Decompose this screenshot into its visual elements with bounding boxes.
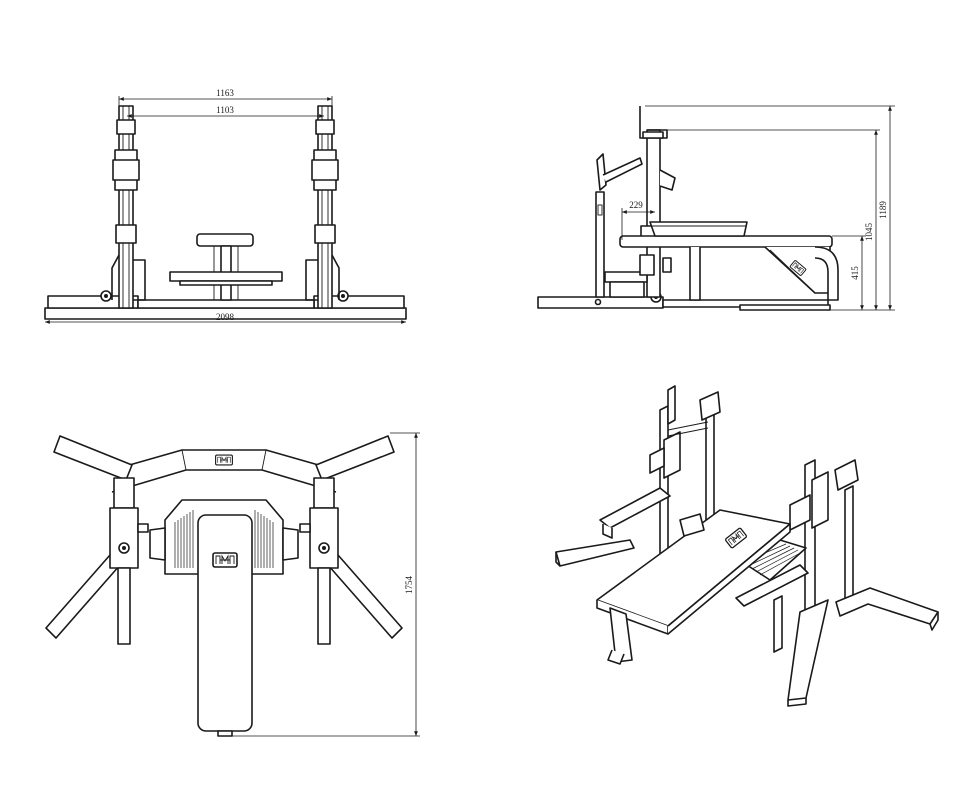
side-view: 1189 1045 415 229 bbox=[537, 105, 895, 311]
dim-inner-width: 1103 bbox=[216, 105, 234, 115]
dim-total-height: 1189 bbox=[878, 201, 888, 219]
front-view: 1163 1103 2098 bbox=[44, 88, 407, 324]
top-view: 1754 bbox=[45, 432, 420, 737]
dim-depth: 1754 bbox=[404, 576, 414, 595]
dim-spotter-offset: 229 bbox=[629, 200, 643, 210]
isometric-view bbox=[555, 385, 939, 707]
dim-outer-width: 1163 bbox=[216, 88, 234, 98]
dim-bench-height: 415 bbox=[850, 266, 860, 280]
dim-base-width: 2098 bbox=[216, 312, 235, 322]
dim-rack-height: 1045 bbox=[864, 223, 874, 242]
